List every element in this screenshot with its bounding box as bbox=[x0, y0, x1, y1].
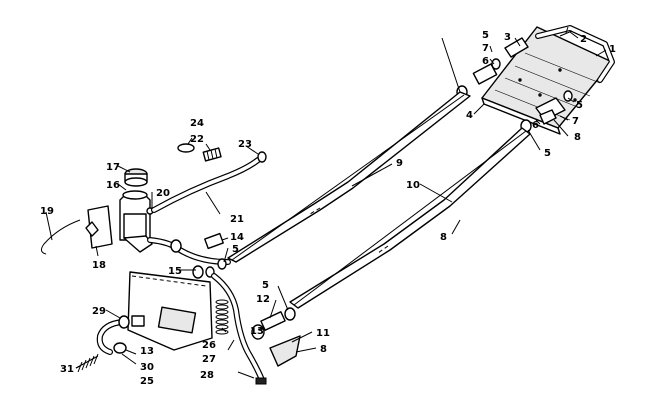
callout-13-lower-left: 13 bbox=[140, 346, 154, 357]
bracket-lower-right bbox=[520, 90, 573, 133]
coolant-bottle-16 bbox=[119, 190, 153, 253]
clamp-13-lower bbox=[113, 342, 127, 354]
callout-labels: 1 2 3 4 5 5 5 5 5 6 6 7 7 8 8 8 9 10 11 … bbox=[40, 30, 616, 387]
fitting-3 bbox=[504, 37, 529, 58]
callout-3: 3 bbox=[504, 32, 511, 43]
callout-22: 22 bbox=[190, 134, 204, 145]
callout-2: 2 bbox=[580, 34, 587, 45]
clamp-23 bbox=[257, 151, 267, 163]
callout-28: 28 bbox=[200, 370, 214, 381]
callout-26: 26 bbox=[202, 340, 216, 351]
callout-6-top: 6 bbox=[482, 56, 489, 67]
callout-18: 18 bbox=[92, 260, 106, 271]
clamp-24 bbox=[177, 143, 195, 153]
frame-tube-1 bbox=[535, 25, 615, 83]
callout-5-right: 5 bbox=[576, 100, 583, 111]
spring-22 bbox=[202, 147, 222, 162]
callout-31: 31 bbox=[60, 364, 74, 375]
hose-15 bbox=[192, 265, 215, 279]
callout-27: 27 bbox=[202, 354, 216, 365]
callout-7-right: 7 bbox=[572, 116, 579, 127]
callout-19: 19 bbox=[40, 206, 54, 217]
callout-21: 21 bbox=[230, 214, 244, 225]
callout-5-lower: 5 bbox=[262, 280, 269, 291]
callout-8-middle: 8 bbox=[440, 232, 447, 243]
callout-14: 14 bbox=[230, 232, 244, 243]
hose-30 bbox=[96, 319, 125, 355]
bracket-2 bbox=[559, 26, 573, 37]
callout-24: 24 bbox=[190, 118, 204, 129]
bracket-11 bbox=[269, 335, 301, 367]
callout-9: 9 bbox=[396, 158, 403, 169]
cap-17 bbox=[124, 168, 148, 187]
spring-31 bbox=[75, 353, 99, 373]
callout-5-middle: 5 bbox=[232, 244, 239, 255]
callout-12: 12 bbox=[256, 294, 270, 305]
fitting-28 bbox=[255, 377, 267, 385]
callout-8-lower: 8 bbox=[320, 344, 327, 355]
callout-5-right-lower: 5 bbox=[544, 148, 551, 159]
callout-15: 15 bbox=[168, 266, 182, 277]
callout-10: 10 bbox=[406, 180, 420, 191]
callout-30: 30 bbox=[140, 362, 154, 373]
callout-4: 4 bbox=[466, 110, 473, 121]
overflow-hose-21 bbox=[151, 157, 261, 213]
callout-1: 1 bbox=[609, 44, 616, 55]
callout-8-right: 8 bbox=[574, 132, 581, 143]
leader-lines bbox=[45, 31, 607, 379]
bracket-18 bbox=[85, 205, 113, 249]
callout-7-top: 7 bbox=[482, 43, 489, 54]
tube-10 bbox=[289, 127, 531, 309]
callout-5-top: 5 bbox=[482, 30, 489, 41]
callout-6-right: 6 bbox=[532, 120, 539, 131]
callout-16: 16 bbox=[106, 180, 120, 191]
callout-25: 25 bbox=[140, 376, 154, 387]
tube-9 bbox=[227, 91, 471, 263]
hose-27 bbox=[211, 273, 265, 383]
callout-17: 17 bbox=[106, 162, 120, 173]
callout-29: 29 bbox=[92, 306, 106, 317]
spring-26 bbox=[215, 299, 229, 335]
callout-11: 11 bbox=[316, 328, 330, 339]
callout-13-lower-right: 13 bbox=[250, 326, 264, 337]
clamp-29 bbox=[118, 315, 145, 329]
hook-19 bbox=[40, 219, 81, 255]
callout-23: 23 bbox=[238, 139, 252, 150]
fitting-5-middle bbox=[170, 232, 227, 270]
plate-25 bbox=[127, 271, 213, 351]
callout-20: 20 bbox=[156, 188, 170, 199]
